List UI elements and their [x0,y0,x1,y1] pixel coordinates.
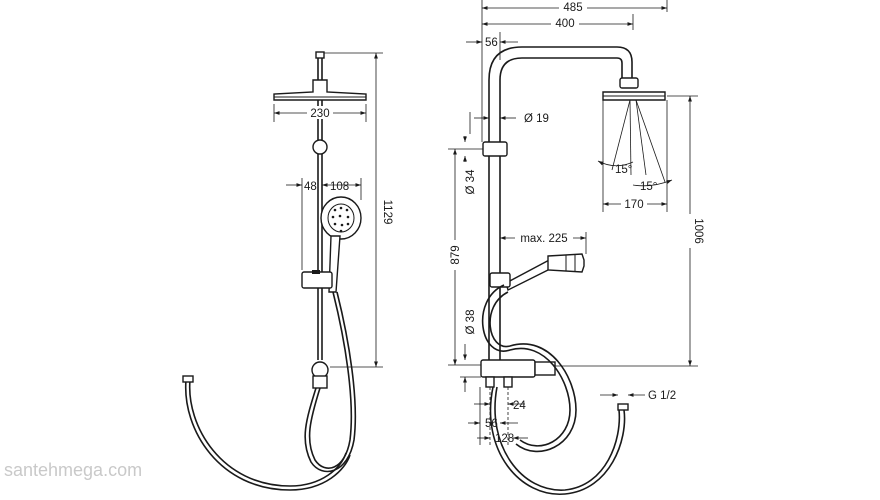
front-dim-d19: Ø 19 [469,112,549,134]
front-dim-170: 170 [602,100,668,212]
front-riser-arch [488,46,633,360]
front-dim-d38: Ø 38 [460,310,481,392]
front-lower-diameter-label: Ø 38 [465,310,477,335]
front-free-hose-inner [494,386,621,491]
side-dim-1129: 1129 [324,52,393,368]
front-upper-clamp [482,141,508,157]
front-dim-d34: Ø 34 [463,136,477,195]
front-hose-end [617,403,629,411]
front-head-height-label: 1006 [692,218,704,244]
front-inlet-spacing-label: 24 [513,400,526,412]
front-mixer-body [480,359,536,378]
front-inlet-right [503,376,513,388]
side-slider-button [312,270,320,274]
front-hose-loop-inner [489,291,577,453]
side-lower-block [312,375,328,389]
front-dim-g12: G 1/2 [600,390,676,402]
front-arm-length-label: 400 [555,18,574,30]
front-thread-label: G 1/2 [648,390,676,402]
front-view: 15° 15° 485 400 [447,0,704,495]
front-dim-24: 24 [474,387,526,445]
side-free-hose [184,379,351,491]
side-hose-inner [304,291,357,473]
front-rail-length-label: 879 [450,245,462,264]
side-arm-offset-label: 48 [304,181,317,193]
front-dim-400: 400 [482,14,634,30]
front-angle-right-label: 15° [640,181,657,193]
front-dim-485: 485 [481,0,668,142]
front-mixer-depth-label: 128 [495,433,514,445]
front-total-reach-label: 485 [563,2,582,14]
side-hose-end [182,375,194,383]
side-slider [301,271,333,289]
side-riser-pipe [317,56,323,360]
front-wall-offset-label: 56 [485,37,498,49]
watermark: santehmega.com [4,460,142,480]
front-dim-56-top: 56 [466,32,518,60]
side-height-label: 1129 [381,200,393,225]
front-dim-879: 879 [447,148,483,366]
side-shower-head [273,79,367,101]
front-dim-56-bottom: 56 [468,387,518,445]
side-dim-48-108: 48 108 [286,178,362,270]
front-dim-1006: 1006 [555,95,704,367]
front-head-diameter-label: 170 [624,199,643,211]
front-slider [489,272,511,288]
side-upper-joint [312,139,328,155]
front-angle-left-label: 15° [615,164,632,176]
side-handshower-width-label: 108 [330,181,349,193]
side-dim-230: 230 [273,104,367,122]
front-spray-angles [597,99,673,187]
front-free-hose [489,386,626,495]
front-riser-arch-inner [499,57,623,360]
front-pipe-diameter-label: Ø 19 [524,113,549,125]
front-arm-max-label: max. 225 [520,233,567,245]
front-mixer-offset-label: 56 [485,418,498,430]
side-handshower-head [320,196,362,240]
front-hose-loop [481,284,571,447]
side-head-width-label: 230 [310,108,329,120]
side-view: 230 48 108 1129 [182,51,393,491]
side-pipe-top-cap [315,51,325,59]
side-handshower-nozzles [331,206,350,233]
front-upper-diameter-label: Ø 34 [465,169,477,195]
front-inlet-left [485,376,495,388]
side-free-hose-inner [188,379,347,487]
front-head-connector [619,77,639,89]
front-dim-max225: max. 225 [500,231,587,254]
front-dim-128: 128 [477,433,528,445]
